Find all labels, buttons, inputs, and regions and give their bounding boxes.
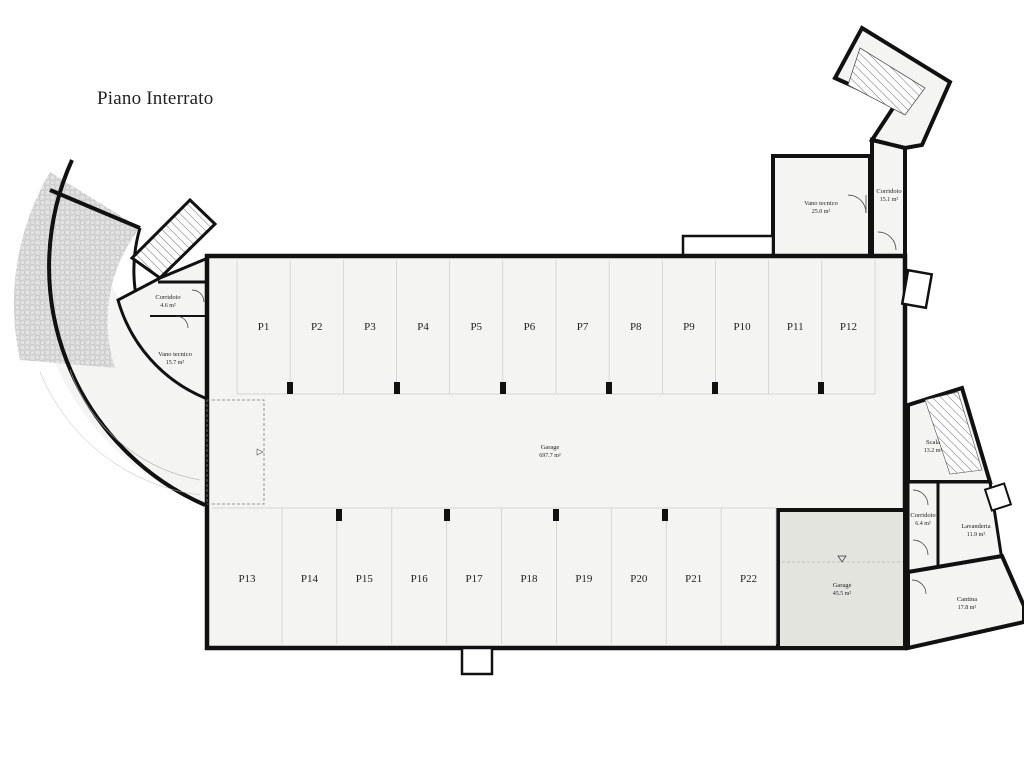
parking-label-bottom: P21 — [685, 573, 702, 585]
parking-label-top: P8 — [630, 321, 642, 333]
corridoio-right-area: 6.4 m² — [915, 521, 931, 527]
column — [553, 509, 559, 521]
corridoio-top-area: 15.1 m² — [880, 197, 899, 203]
parking-label-bottom: P17 — [466, 573, 484, 585]
parking-label-bottom: P16 — [411, 573, 429, 585]
vano-tecnico-top-area: 25.0 m² — [812, 209, 831, 215]
parking-label-bottom: P14 — [301, 573, 319, 585]
vano-tecnico-left-name: Vano tecnico — [158, 351, 192, 358]
vano-tecnico-left-area: 15.7 m² — [166, 360, 185, 366]
parking-label-bottom: P15 — [356, 573, 374, 585]
parking-label-top: P1 — [258, 321, 270, 333]
lavanderia-name: Lavanderia — [961, 523, 990, 530]
parking-label-top: P6 — [524, 321, 536, 333]
garage-main-area: 697.7 m² — [539, 453, 561, 459]
parking-label-bottom: P13 — [238, 573, 256, 585]
parking-label-top: P2 — [311, 321, 323, 333]
corridoio-right-name: Corridoio — [910, 512, 935, 519]
scala-area: 13.2 m² — [924, 448, 943, 454]
room-labels: Garage 697.7 m² Garage 45.5 m² Vano tecn… — [155, 188, 990, 611]
parking-row-bottom: P13 P14 P15 P16 P17 P18 P19 P20 P21 P22 — [238, 508, 777, 644]
corridoio-left-name: Corridoio — [155, 294, 180, 301]
parking-label-top: P12 — [840, 321, 857, 333]
right-rooms — [900, 268, 1024, 651]
column — [394, 382, 400, 394]
parking-label-top: P4 — [417, 321, 429, 333]
column — [336, 509, 342, 521]
column — [287, 382, 293, 394]
parking-label-bottom: P22 — [740, 573, 757, 585]
parking-label-top: P3 — [364, 321, 376, 333]
top-light-well — [681, 234, 775, 258]
scala-name: Scala — [926, 439, 940, 446]
corridoio-left-area: 4.6 m² — [160, 303, 176, 309]
bottom-light-well — [460, 646, 494, 676]
stairs-left — [129, 197, 218, 280]
vano-tecnico-top-name: Vano tecnico — [804, 200, 838, 207]
lavanderia-area: 11.9 m² — [967, 532, 985, 538]
garage-small-name: Garage — [833, 582, 852, 589]
parking-label-bottom: P19 — [575, 573, 593, 585]
floor-title: Piano Interrato — [97, 88, 214, 109]
cantina-area: 17.8 m² — [958, 605, 977, 611]
column — [662, 509, 668, 521]
parking-label-top: P11 — [787, 321, 804, 333]
parking-label-bottom: P18 — [520, 573, 538, 585]
column — [444, 509, 450, 521]
stairs-top-right — [832, 25, 953, 260]
parking-label-top: P9 — [683, 321, 695, 333]
parking-label-bottom: P20 — [630, 573, 648, 585]
column — [818, 382, 824, 394]
parking-label-top: P5 — [470, 321, 482, 333]
corridoio-top-name: Corridoio — [876, 188, 901, 195]
garage-small-area: 45.5 m² — [833, 591, 852, 597]
parking-label-top: P10 — [734, 321, 752, 333]
column — [606, 382, 612, 394]
small-garage — [776, 508, 907, 650]
garage-main-name: Garage — [541, 444, 560, 451]
parking-row-top: P1 P2 P3 P4 P5 P6 P7 P8 P9 P10 P11 P12 — [258, 260, 876, 394]
column — [712, 382, 718, 394]
column — [500, 382, 506, 394]
parking-label-top: P7 — [577, 321, 589, 333]
cantina-name: Cantina — [957, 596, 977, 603]
vano-tecnico-top — [771, 154, 897, 258]
